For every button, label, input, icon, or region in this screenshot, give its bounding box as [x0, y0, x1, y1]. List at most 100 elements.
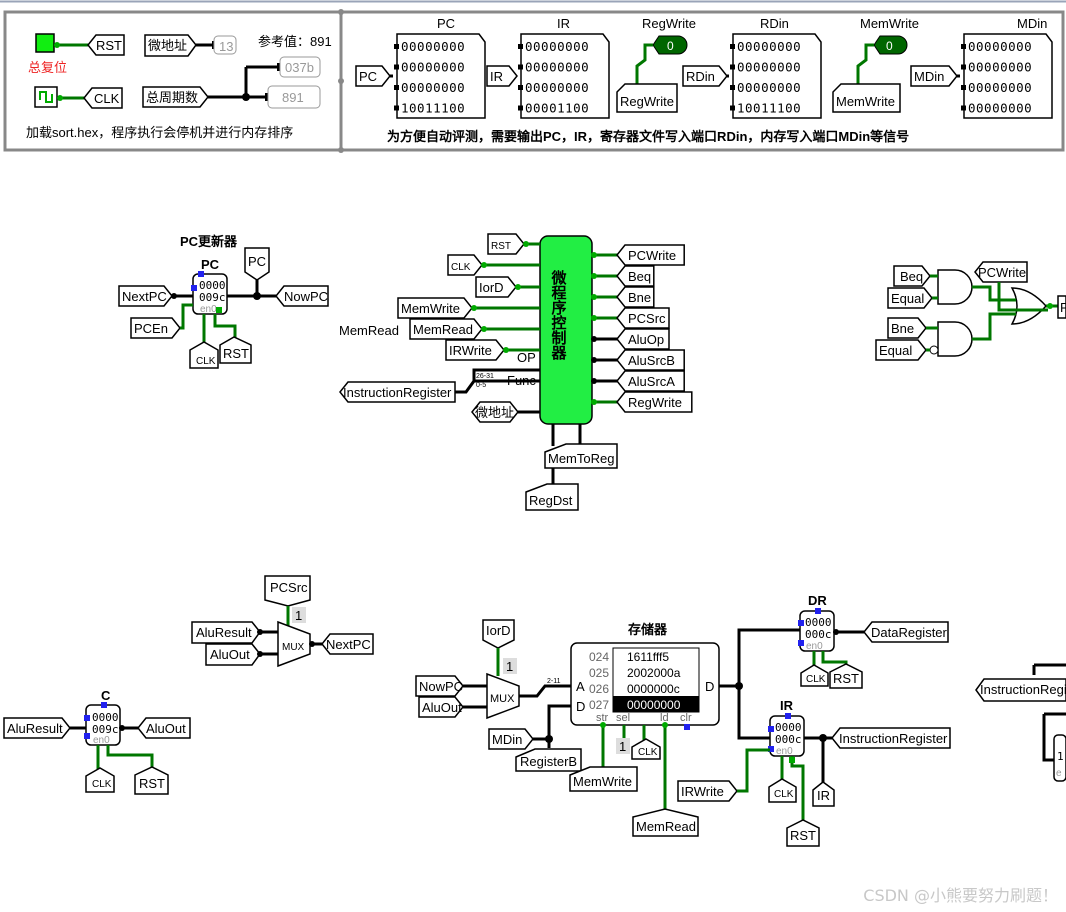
pcsrc-sel: 1: [295, 608, 302, 623]
clk-tunnel: [83, 87, 123, 109]
pc-logic-out: P: [1060, 300, 1066, 315]
c-en: en0: [93, 735, 110, 746]
ir-ir-tunnel: IR: [817, 788, 830, 803]
probe-row-2-3: 10011100: [737, 101, 801, 116]
pc-value-a: 0000: [199, 279, 226, 292]
regwrite-title: RegWrite: [642, 16, 696, 31]
right-ir-tunnel: InstructionRegi: [980, 682, 1066, 697]
ram-port-d-out: D: [705, 679, 714, 694]
ctrl-out-box-1: [616, 265, 655, 287]
probe-pin-0: PC: [359, 69, 377, 84]
ctrl-in-box-5: [445, 339, 505, 361]
ctrl-out-7: RegWrite: [628, 395, 682, 410]
controller-title: 微程序控制器: [550, 269, 568, 361]
pc-reg-name: PC: [201, 257, 220, 272]
ctrl-in-2: IorD: [479, 280, 504, 295]
pc-clk-tunnel: CLK: [196, 356, 216, 367]
ram-pin-ld: ld: [660, 712, 669, 724]
ram-val-0: 1611fff5: [627, 650, 669, 664]
ctrl-in-box-0: [487, 233, 525, 255]
c-register-block: C 0000 009c en0 AluResult AluOut CLK RST: [3, 688, 191, 795]
reset-button[interactable]: [35, 33, 55, 53]
probe-row-0-0: 00000000: [401, 39, 465, 54]
ctrl-out-3: PCSrc: [628, 311, 666, 326]
mem-mux-body: [486, 672, 520, 720]
probe-row-0-1: 00000000: [401, 60, 465, 75]
memread-float: MemRead: [339, 323, 399, 338]
pc-register: [192, 273, 228, 315]
probe-row-1-3: 00001100: [525, 101, 589, 116]
ctrl-in-box-2: [475, 276, 517, 298]
irwrite-tunnel: IRWrite: [681, 784, 724, 799]
ctrl-out-4: AluOp: [628, 332, 664, 347]
pc-tunnel: PC: [248, 254, 266, 269]
ctrl-out-2: Bne: [628, 290, 651, 305]
ir-name: IR: [780, 698, 794, 713]
rst-tunnel: [87, 34, 125, 56]
probe-box-1: [520, 33, 610, 119]
ram-addr-2: 026: [589, 682, 609, 696]
probe-box-3: [963, 33, 1053, 119]
ir-value-b: 000c: [775, 733, 802, 746]
nowpc-tunnel: NowPC: [284, 289, 328, 304]
probe-box-0: [396, 33, 486, 119]
ctrl-in-0: RST: [491, 241, 511, 252]
pc-mux-label: MUX: [282, 642, 305, 653]
probe-row-2-2: 00000000: [737, 80, 801, 95]
split-hi: 26-31: [476, 373, 494, 380]
pc-write-logic: PCWrite Beq Equal Bne Equal P: [875, 261, 1066, 361]
ram-val-2: 0000000c: [627, 682, 680, 696]
ctrl-out-5: AluSrcB: [628, 353, 675, 368]
c-out-tunnel: AluOut: [146, 721, 186, 736]
ctrl-in-box-3: [397, 297, 473, 319]
probe-row-1-0: 00000000: [525, 39, 589, 54]
probe-pin-box-0: [355, 65, 391, 87]
clock-wave-icon: [39, 91, 53, 103]
output-note: 为方便自动评测，需要输出PC，IR，寄存器文件写入端口RDin，内存写入端口MD…: [387, 129, 909, 144]
pc-mux-body: [277, 620, 311, 668]
ref-caption: 参考值：891: [258, 34, 332, 49]
ir-value-a: 0000: [775, 721, 802, 734]
pcsrc-tunnel: PCSrc: [270, 580, 308, 595]
nextpc-tunnel: NextPC: [122, 289, 167, 304]
regwrite-pin: RegWrite: [620, 94, 674, 109]
probe-pin-box-2: [682, 65, 728, 87]
ctrl-out-1: Beq: [628, 269, 651, 284]
right-frag: e: [1056, 768, 1062, 779]
c-clk-tunnel: CLK: [92, 779, 112, 790]
top-note: 加载sort.hex，程序执行会停机并进行内存排序: [26, 125, 293, 140]
c-rst-tunnel: RST: [139, 776, 165, 791]
pc-en: en0: [200, 304, 217, 315]
micro-addr-tunnel: [144, 34, 197, 57]
dr-en: en0: [806, 641, 823, 652]
ctrl-out-box-2: [616, 286, 655, 308]
total-cycles-tunnel: [142, 86, 209, 108]
probe-row-1-1: 00000000: [525, 60, 589, 75]
reset-caption: 总复位: [28, 60, 67, 75]
equal-a-tunnel: Equal: [891, 291, 924, 306]
watermark: CSDN @小熊要努力刷题！: [863, 886, 1058, 905]
probe-row-0-2: 00000000: [401, 80, 465, 95]
ram-pin-sel: sel: [616, 712, 630, 724]
ir-tunnel-ctrl: InstructionRegister: [343, 385, 452, 400]
ram-pin-str: str: [596, 712, 609, 724]
ram-pin-clr: clr: [680, 712, 692, 724]
ir-clk-tunnel: CLK: [774, 789, 794, 800]
pc-rst-tunnel: RST: [223, 346, 249, 361]
pc-updater-title: PC更新器: [180, 234, 238, 249]
right-digit: 1: [1057, 750, 1064, 763]
memwrite-value: 0: [886, 39, 893, 53]
micro-addr-label: 微地址: [148, 38, 187, 53]
ram-val-1: 2002000a: [627, 666, 681, 680]
dr-register-block: DR 0000 000c en0 DataRegister CLK RST: [798, 593, 949, 689]
regwrite-probe: RegWrite 0 RegWrite MemWrite 0 MemWrite: [616, 16, 919, 113]
probe-pin-3: MDin: [914, 69, 944, 84]
aluresult-tunnel-mux: AluResult: [196, 625, 252, 640]
output-panel: 为方便自动评测，需要输出PC，IR，寄存器文件写入端口RDin，内存写入端口MD…: [338, 9, 1065, 153]
memory-title: 存储器: [628, 622, 668, 637]
probe-row-3-1: 00000000: [968, 60, 1032, 75]
micro-controller: 微程序控制器: [539, 235, 593, 425]
probe-pin-1: IR: [490, 69, 503, 84]
mem-clk-tunnel: CLK: [638, 747, 658, 758]
